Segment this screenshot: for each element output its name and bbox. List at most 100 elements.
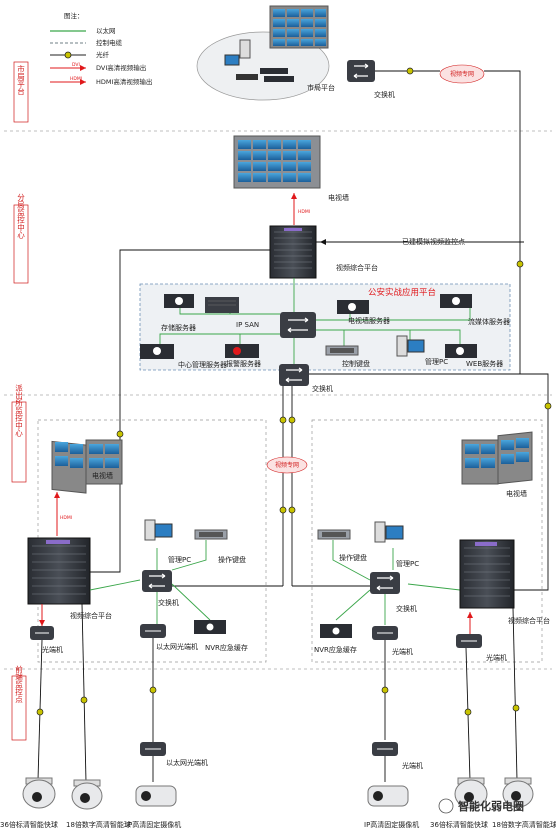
side-frontend-text: 前端监控点	[14, 664, 23, 704]
branch-analog-label: 已建模拟视频监控点	[402, 237, 465, 246]
legend-dvi: DVI高清视频输出	[96, 63, 146, 72]
frontend-fiber-links	[37, 603, 518, 783]
branch-switch-label: 交换机	[312, 384, 333, 393]
left-tvwall-icon	[51, 439, 123, 494]
branch-center-mgmt-label: 中心管理服务器	[178, 360, 227, 369]
branch-stream-server-icon	[440, 294, 472, 308]
station-private-net-label: 视频专网	[275, 461, 299, 469]
left-ethernet-links	[89, 540, 211, 625]
legend-hdmi: HDMI高清视频输出	[96, 77, 152, 86]
left-fiber-terminal-icon	[30, 626, 54, 640]
right-switch-label: 交换机	[396, 604, 417, 613]
legend-fiber: 光纤	[96, 50, 110, 59]
city-platform: 市局平台 交换机 视频专网	[196, 5, 485, 101]
side-city-text: 市局平台	[16, 64, 25, 97]
city-platform-label: 市局平台	[307, 83, 335, 92]
right-fiber-terminal2-icon	[456, 634, 482, 648]
branch-web-server-icon	[445, 344, 477, 358]
right-platform-label: 视频综合平台	[508, 616, 550, 625]
side-branch-text: 分局监控中心	[16, 193, 25, 239]
watermark: 智能化弱电圈	[438, 798, 524, 814]
cam4-label: IP高清固定摄像机	[364, 820, 419, 829]
dome-camera-2-icon	[71, 779, 103, 810]
branch-center-mgmt-icon	[140, 344, 174, 359]
left-mgmt-pc-label: 管理PC	[168, 555, 191, 564]
watermark-text: 智能化弱电圈	[458, 799, 524, 813]
right-nvr-icon	[320, 624, 352, 638]
branch-keyboard-label: 控制键盘	[342, 359, 370, 368]
cam3-label: IP高清固定摄像机	[126, 820, 181, 829]
side-label-frontend: 前端监控点	[11, 664, 27, 741]
city-video-wall-icon	[269, 5, 329, 49]
branch-platform-label: 视频综合平台	[336, 263, 378, 272]
branch-tvwall	[233, 135, 321, 189]
bullet-camera-1-icon	[135, 785, 177, 807]
legend: 图注： 以太网 控制电缆 光纤 DVI DVI高清视频输出 HDMI HDMI高…	[50, 11, 152, 86]
branch-tvwall-server-icon	[337, 300, 369, 314]
cam5-label: 36倍标清智能快球	[430, 820, 488, 829]
branch-tvwall-server-label: 电视墙服务器	[348, 316, 390, 325]
station-right-box	[311, 419, 543, 663]
frontend-eth-fiber-label: 以太网光端机	[166, 758, 208, 767]
left-fiber-terminal-label: 光端机	[42, 645, 63, 654]
right-nvr-label: NVR应急缓存	[314, 645, 357, 654]
side-label-city: 市局平台	[13, 61, 29, 123]
frontend-fiber-couplers	[36, 686, 520, 716]
branch-mgmt-pc-label: 管理PC	[425, 357, 448, 366]
branch-web-server-label: WEB服务器	[466, 359, 503, 368]
left-mgmt-pc-icon	[144, 519, 173, 541]
bullet-camera-2-icon	[367, 785, 409, 807]
right-fiber-terminal-icon	[372, 626, 398, 640]
dome-camera-3-icon	[454, 777, 488, 809]
frontend-eth-fiber-icon	[140, 742, 166, 756]
right-tvwall-icon	[461, 431, 533, 485]
branch-app-platform-label: 公安实战应用平台	[368, 287, 436, 298]
branch-switch-icon	[279, 364, 309, 386]
left-switch-icon	[142, 570, 172, 592]
legend-title: 图注：	[64, 11, 84, 20]
left-nvr-label: NVR应急缓存	[205, 643, 248, 652]
left-tvwall-label: 电视墙	[92, 471, 113, 480]
left-platform-rack-icon	[27, 537, 91, 605]
branch-stream-server-label: 流媒体服务器	[468, 317, 510, 326]
station-private-net-cloud: 视频专网	[266, 456, 308, 474]
right-fiber-terminal2-label: 光端机	[486, 653, 507, 662]
side-label-branch: 分局监控中心	[13, 193, 29, 284]
fiber-coupler-markers	[116, 67, 552, 514]
cam6-label: 18倍数字高清智能球	[492, 820, 556, 829]
fiber-coupler-icon	[64, 51, 72, 59]
left-switch-label: 交换机	[158, 598, 179, 607]
section-dividers	[4, 130, 552, 670]
right-platform-rack-icon	[459, 539, 515, 609]
right-ethernet-links	[332, 540, 461, 625]
branch-keyboard-icon	[325, 345, 359, 356]
city-private-net-cloud: 视频专网	[439, 64, 485, 84]
city-workstation-icon	[224, 39, 294, 82]
branch-storage-server-icon	[164, 294, 194, 308]
branch-ipsan-label: IP SAN	[236, 321, 259, 329]
city-private-net-label: 视频专网	[450, 70, 474, 78]
branch-tvwall-label: 电视墙	[328, 193, 349, 202]
right-switch-icon	[370, 572, 400, 594]
branch-alarm-server-label: 报警服务器	[226, 359, 261, 368]
branch-ipsan-icon	[205, 297, 239, 313]
right-fiber-terminal-label: 光端机	[392, 647, 413, 656]
legend-control-cable: 控制电缆	[96, 38, 123, 47]
left-keyboard-label: 操作键盘	[218, 555, 246, 564]
branch-storage-label: 存储服务器	[161, 323, 196, 332]
dome-camera-1-icon	[22, 777, 56, 809]
cam2-label: 18倍数字高清智能球	[66, 820, 131, 829]
left-keyboard-icon	[194, 529, 228, 540]
legend-dvi-tag: DVI	[72, 62, 80, 68]
legend-hdmi-tag: HDMI	[70, 76, 82, 82]
frontend-fiber-terminal-icon	[372, 742, 398, 756]
wechat-logo-icon	[438, 798, 454, 814]
left-eth-fiber-label: 以太网光端机	[156, 642, 198, 651]
left-nvr-icon	[194, 620, 226, 634]
city-switch-label: 交换机	[374, 90, 395, 99]
right-keyboard-label: 操作键盘	[339, 553, 367, 562]
legend-ethernet: 以太网	[96, 26, 116, 35]
right-mgmt-pc-label: 管理PC	[396, 559, 419, 568]
side-station-text: 派出所监控中心	[14, 384, 23, 437]
